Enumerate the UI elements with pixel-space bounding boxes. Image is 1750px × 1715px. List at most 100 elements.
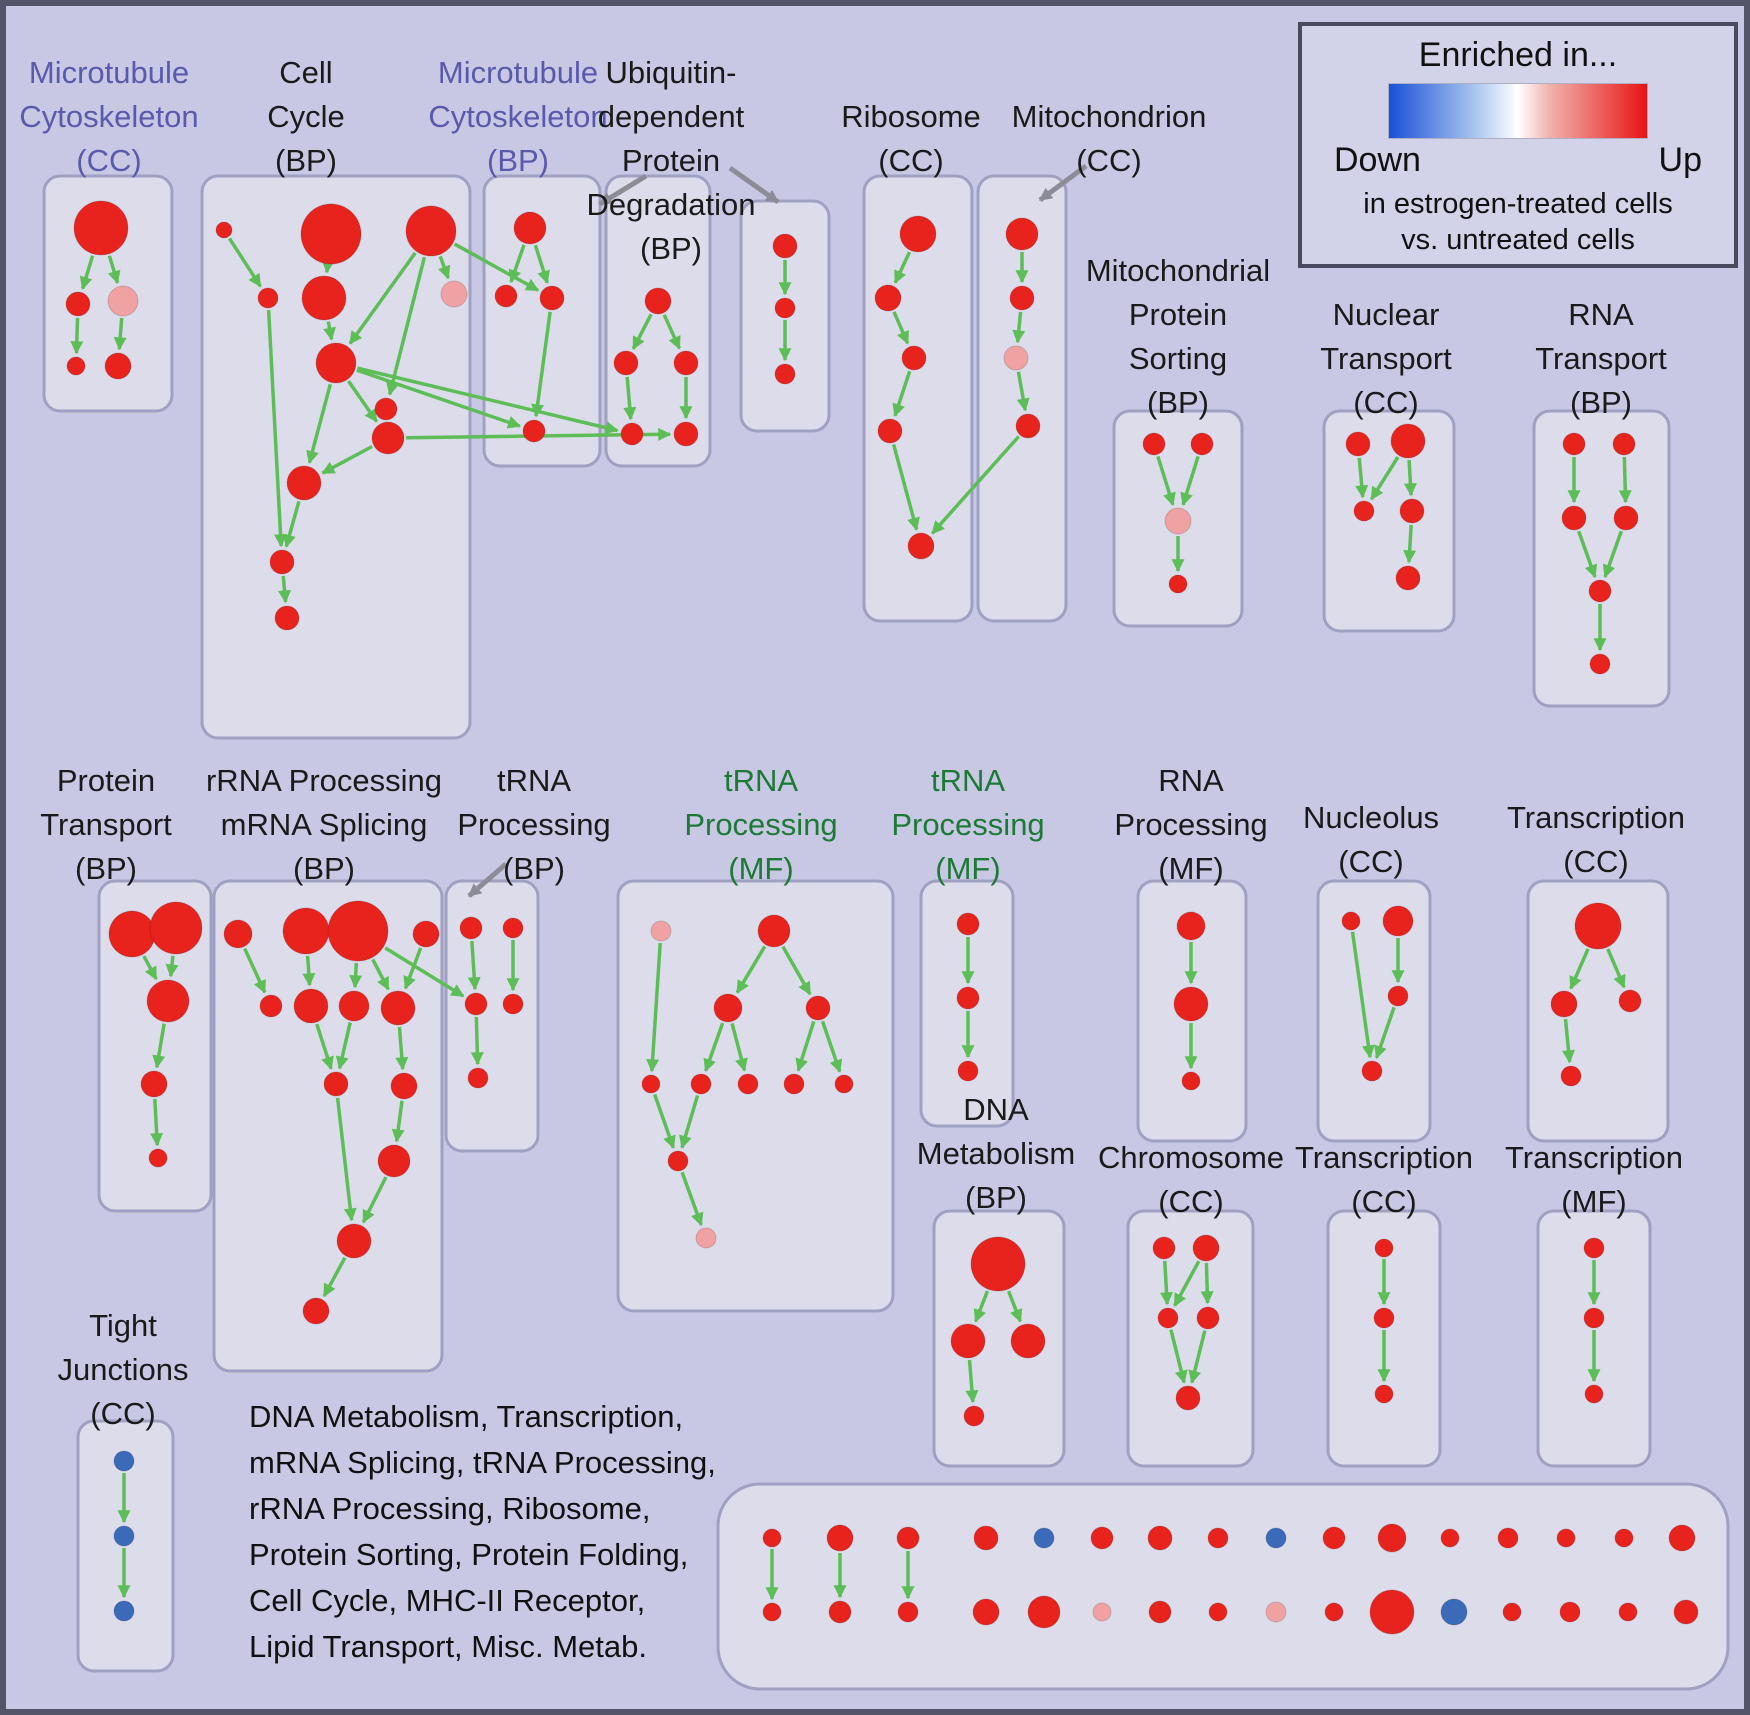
go-term-node xyxy=(1374,1238,1394,1258)
go-term-node xyxy=(1583,1237,1605,1259)
go-term-node xyxy=(874,284,902,312)
legend-subtitle-2: vs. untreated cells xyxy=(1401,224,1635,256)
edge-arrow xyxy=(1188,1330,1207,1384)
go-term-node xyxy=(1345,431,1371,457)
edge-arrow xyxy=(646,942,662,1073)
cluster-box-tight-junctions-cc xyxy=(76,1419,175,1673)
go-term-node xyxy=(972,1598,1000,1626)
edge-arrow xyxy=(227,237,262,288)
edge-arrow xyxy=(662,313,682,350)
go-term-node xyxy=(1015,413,1041,439)
label-pointer-arrow xyxy=(598,173,648,207)
go-term-node xyxy=(73,200,129,256)
cluster-box-microtubule-cytoskeleton-bp xyxy=(482,174,602,468)
go-term-node xyxy=(293,988,329,1024)
go-term-node xyxy=(834,1074,854,1094)
edge-arrow xyxy=(371,958,390,991)
cluster-box-trna-processing-mf-large xyxy=(616,879,895,1313)
go-term-node xyxy=(899,215,937,253)
go-term-node xyxy=(1164,507,1192,535)
edge-arrow xyxy=(1006,1290,1023,1323)
go-term-node xyxy=(1374,1384,1394,1404)
go-term-node xyxy=(223,919,253,949)
go-term-node xyxy=(65,291,91,317)
go-term-node xyxy=(774,363,796,385)
edge-arrow xyxy=(820,1020,843,1073)
go-term-node xyxy=(690,1073,712,1095)
edge-arrow xyxy=(531,311,552,418)
cluster-label-transcription-cc-mid: Transcription(CC) xyxy=(1506,800,1686,879)
go-term-node xyxy=(973,1525,999,1551)
go-term-node xyxy=(405,205,457,257)
go-term-node xyxy=(877,418,903,444)
go-term-node xyxy=(957,1060,979,1082)
edge-arrow xyxy=(1403,459,1417,497)
go-term-node xyxy=(300,203,362,265)
go-term-node xyxy=(1148,1600,1172,1624)
go-term-node xyxy=(1265,1601,1287,1623)
go-term-node xyxy=(1556,1528,1576,1548)
go-term-node xyxy=(613,350,639,376)
cluster-box-shared-categories-strip xyxy=(716,1482,1730,1691)
go-term-node xyxy=(259,994,283,1018)
go-term-node xyxy=(1147,1525,1173,1551)
go-term-node xyxy=(412,920,440,948)
go-term-node xyxy=(1369,1589,1415,1635)
go-term-node xyxy=(1005,217,1039,251)
go-term-node xyxy=(371,421,405,455)
edge-arrow xyxy=(266,309,288,548)
cluster-box-protein-transport-bp xyxy=(97,879,213,1213)
go-term-node xyxy=(1673,1599,1699,1625)
go-term-node xyxy=(772,233,798,259)
misc-text-line: DNA Metabolism, Transcription, xyxy=(249,1399,684,1434)
go-term-node xyxy=(148,1148,168,1168)
go-term-node xyxy=(897,1601,919,1623)
edge-arrow xyxy=(892,311,910,345)
edge-arrow xyxy=(1355,457,1369,499)
edge-arrow xyxy=(348,251,417,345)
edge-arrow xyxy=(306,383,333,464)
edge-arrow xyxy=(1577,530,1598,579)
cluster-box-nucleolus-cc xyxy=(1316,879,1432,1143)
cluster-label-transcription-cc-bottom: Transcription(CC) xyxy=(1294,1140,1474,1219)
go-term-node xyxy=(215,221,233,239)
go-term-node xyxy=(1033,1527,1055,1549)
go-term-node xyxy=(380,990,416,1026)
edge-arrow xyxy=(795,1020,816,1072)
edge-arrow xyxy=(679,1094,700,1149)
go-term-node xyxy=(970,1236,1026,1292)
go-term-node xyxy=(113,1450,135,1472)
go-term-node xyxy=(641,1074,661,1094)
go-term-node xyxy=(315,342,357,384)
go-term-node xyxy=(644,287,672,315)
go-term-node xyxy=(390,1072,418,1100)
go-term-node xyxy=(374,397,398,421)
edge-arrow xyxy=(322,1256,347,1298)
edge-arrow xyxy=(973,1290,990,1323)
go-term-node xyxy=(1168,574,1188,594)
go-term-node xyxy=(1173,986,1209,1022)
edge-arrow xyxy=(403,947,423,990)
edge-arrow xyxy=(315,1023,334,1071)
go-term-node xyxy=(1324,1602,1344,1622)
edge-arrow xyxy=(438,255,451,280)
misc-text-line: Lipid Transport, Misc. Metab. xyxy=(249,1629,647,1664)
go-term-node xyxy=(494,284,518,308)
go-term-node xyxy=(269,549,295,575)
edge-arrow xyxy=(680,1171,704,1227)
edge-arrow xyxy=(1369,456,1400,501)
go-term-node xyxy=(1550,990,1578,1018)
edge-arrow xyxy=(361,1176,388,1224)
go-term-node xyxy=(104,352,132,380)
edge-arrow xyxy=(1169,1329,1188,1384)
go-term-node xyxy=(1440,1528,1460,1548)
go-term-node xyxy=(1440,1598,1468,1626)
edge-arrow xyxy=(395,1026,409,1071)
go-term-node xyxy=(650,920,672,942)
edge-arrow xyxy=(1606,948,1626,989)
